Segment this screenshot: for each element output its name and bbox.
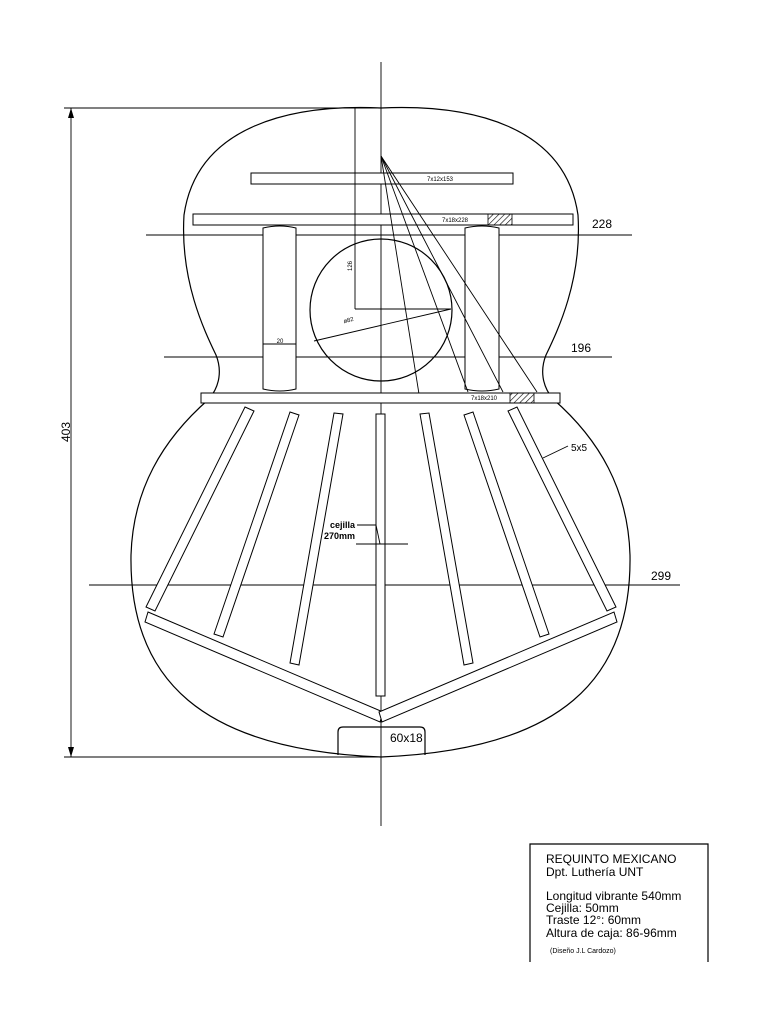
top-brace — [250, 172, 514, 185]
fan-brace-6 — [463, 411, 550, 638]
title-block-title: REQUINTO MEXICANO — [546, 852, 676, 866]
title-block-frame — [529, 843, 709, 962]
fan-brace-5 — [419, 412, 474, 666]
bar-width-label: 20 — [277, 339, 284, 345]
cejilla-value: 270mm — [324, 531, 355, 541]
upper-brace-label: 7x18x228 — [442, 218, 469, 224]
soundhole-offset-label: 126 — [348, 260, 354, 271]
title-block-department: Dpt. Luthería UNT — [546, 865, 644, 879]
title-block-body-depth: Altura de caja: 86-96mm — [546, 926, 677, 940]
lower-brace-label: 7x18x210 — [471, 396, 498, 402]
title-block-scale-length: Longitud vibrante 540mm — [546, 889, 681, 903]
closing-brace-left — [144, 611, 384, 723]
upper-brace — [192, 213, 574, 226]
top-brace-label: 7x12x153 — [427, 177, 454, 183]
waist-label: 196 — [571, 341, 591, 355]
construction-ray-1 — [380, 155, 420, 395]
soundhole-diameter-line — [313, 308, 452, 342]
lower-brace — [200, 392, 561, 404]
fan-braces — [145, 406, 617, 697]
closing-brace-right — [378, 611, 618, 723]
construction-ray-3 — [380, 155, 504, 393]
fan-brace-2 — [213, 411, 300, 638]
left-soundhole-bar — [262, 225, 297, 392]
fan-brace-size-label: 5x5 — [571, 443, 588, 454]
title-block-designer: (Diseño J.L Cardozo) — [550, 948, 616, 955]
upper-bout-label: 228 — [592, 217, 612, 231]
cejilla-leader-down — [375, 524, 381, 545]
soundhole — [309, 238, 453, 382]
fan-brace-3 — [289, 412, 344, 666]
fan-brace-center — [375, 413, 386, 697]
lower-bout-label: 299 — [651, 569, 671, 583]
upper-brace-notch — [487, 213, 513, 226]
lower-brace-notch — [509, 392, 535, 404]
construction-ray-4 — [380, 155, 538, 393]
height-dimension-label: 403 — [59, 422, 73, 442]
cejilla-label: cejilla — [330, 520, 356, 530]
tail-block-label: 60x18 — [390, 731, 423, 745]
tail-block — [337, 726, 426, 755]
fan-brace-1 — [145, 406, 255, 612]
soundhole-label: ø82 — [343, 317, 355, 325]
fan-brace-7 — [507, 406, 617, 612]
height-arrow-top — [68, 108, 74, 118]
height-arrow-bottom — [68, 747, 74, 757]
construction-ray-2 — [380, 155, 469, 393]
title-block-nut: Cejilla: 50mm — [546, 901, 619, 915]
title-block-fret12: Traste 12°: 60mm — [546, 913, 641, 927]
fan-brace-leader — [542, 445, 569, 459]
